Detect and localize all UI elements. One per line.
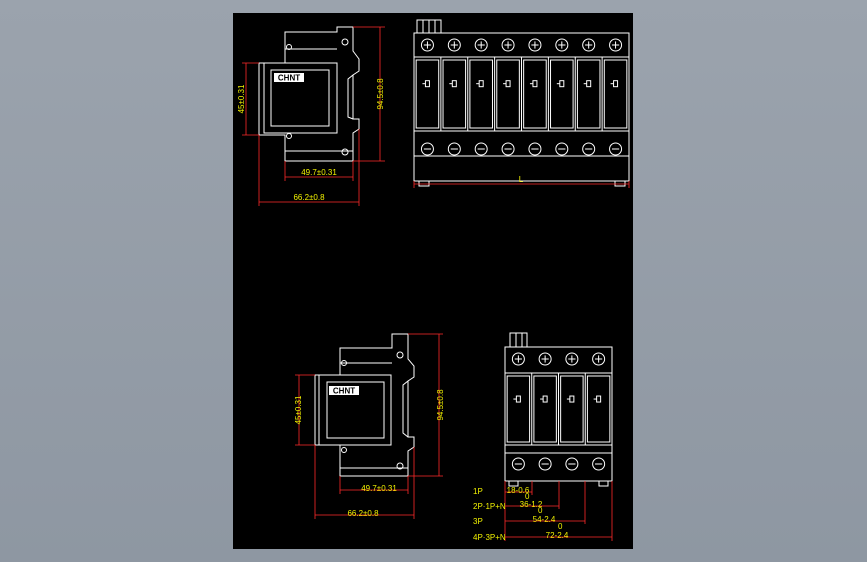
top-front-bottom-screw-icon — [555, 142, 569, 156]
top-outer-width-dim: 66.2±0.8 — [293, 193, 325, 202]
top-front-dimensions — [413, 181, 630, 188]
bottom-front-bottom-screw-icon — [565, 457, 579, 471]
top-front-top-screw-icon — [501, 38, 515, 52]
table-config-4p: 4P·3P+N — [473, 533, 506, 542]
top-side-view — [258, 26, 360, 162]
top-logo-text: CHNT — [278, 74, 300, 83]
bottom-front-bottom-screw-icon — [592, 457, 606, 471]
top-front-pole-7 — [574, 38, 601, 156]
top-front-bottom-screw-icon — [528, 142, 542, 156]
top-front-bottom-screw-icon — [609, 142, 623, 156]
top-front-top-screw-icon — [582, 38, 596, 52]
table-dim-1p: 18-0.6 — [507, 486, 530, 495]
top-front-top-screw-icon — [474, 38, 488, 52]
bottom-front-height-dim: 45±0.31 — [294, 395, 303, 424]
top-front-bottom-screw-icon — [474, 142, 488, 156]
top-front-pole-6 — [547, 38, 574, 156]
top-front-bottom-screw-icon — [501, 142, 515, 156]
bottom-outer-width-dim: 66.2±0.8 — [347, 509, 379, 518]
top-front-pole-5 — [521, 38, 547, 156]
table-config-3p: 3P — [473, 517, 483, 526]
bottom-height-dim: 94.5±0.8 — [436, 389, 445, 421]
top-front-top-screw-icon — [609, 38, 623, 52]
bottom-front-top-screw-icon — [565, 352, 579, 366]
bottom-side-dimensions — [295, 333, 443, 519]
table-tol-3p: 0 — [558, 522, 563, 531]
top-front-pole-4 — [494, 38, 520, 156]
bottom-front-pole-1 — [506, 352, 531, 471]
table-config-1p: 1P — [473, 487, 483, 496]
top-height-dim: 94.5±0.8 — [376, 78, 385, 110]
top-front-bottom-screw-icon — [582, 142, 596, 156]
bottom-front-pole-2 — [531, 352, 557, 471]
top-front-bottom-screw-icon — [447, 142, 461, 156]
technical-drawing: CHNT 94.5±0.8 45±0.31 49.7±0.31 66.2±0.8 — [237, 19, 630, 542]
top-front-pole-2 — [440, 38, 467, 156]
bottom-front-top-screw-icon — [511, 352, 525, 366]
top-front-pole-3 — [467, 38, 493, 156]
top-side-dimensions — [242, 26, 385, 206]
bottom-front-top-screw-icon — [538, 352, 552, 366]
top-front-top-screw-icon — [420, 38, 434, 52]
bottom-logo-text: CHNT — [333, 387, 355, 396]
pole-dimension-table: 1P 18-0.6 0 2P·1P+N 36-1.2 0 3P 54-2.4 0… — [473, 481, 613, 542]
bottom-front-pole-4 — [584, 352, 611, 471]
table-dim-3p: 54-2.4 — [533, 515, 556, 524]
bottom-side-logo: CHNT — [329, 386, 359, 396]
bottom-front-bottom-screw-icon — [538, 457, 552, 471]
bottom-front-bottom-screw-icon — [511, 457, 525, 471]
table-config-2p: 2P·1P+N — [473, 502, 506, 511]
top-front-modules — [415, 38, 628, 156]
bottom-inner-width-dim: 49.7±0.31 — [361, 484, 397, 493]
table-dim-2p: 36-1.2 — [520, 500, 543, 509]
bottom-front-pole-3 — [558, 352, 584, 471]
drawing-sheet: CHNT 94.5±0.8 45±0.31 49.7±0.31 66.2±0.8 — [233, 13, 633, 549]
top-front-top-screw-icon — [528, 38, 542, 52]
top-front-top-screw-icon — [447, 38, 461, 52]
table-dim-4p: 72-2.4 — [546, 531, 569, 540]
top-inner-width-dim: 49.7±0.31 — [301, 168, 337, 177]
bottom-front-modules — [506, 352, 611, 471]
top-front-top-screw-icon — [555, 38, 569, 52]
table-tol-1p: 0 — [525, 492, 530, 501]
top-length-dim: L — [519, 175, 524, 184]
top-front-pole-1 — [415, 38, 440, 156]
top-side-logo: CHNT — [274, 73, 304, 83]
top-front-bottom-screw-icon — [420, 142, 434, 156]
top-front-height-dim: 45±0.31 — [237, 84, 246, 113]
table-tol-2p: 0 — [538, 506, 543, 515]
top-front-pole-8 — [601, 38, 628, 156]
bottom-side-view — [314, 333, 415, 477]
bottom-front-top-screw-icon — [592, 352, 606, 366]
